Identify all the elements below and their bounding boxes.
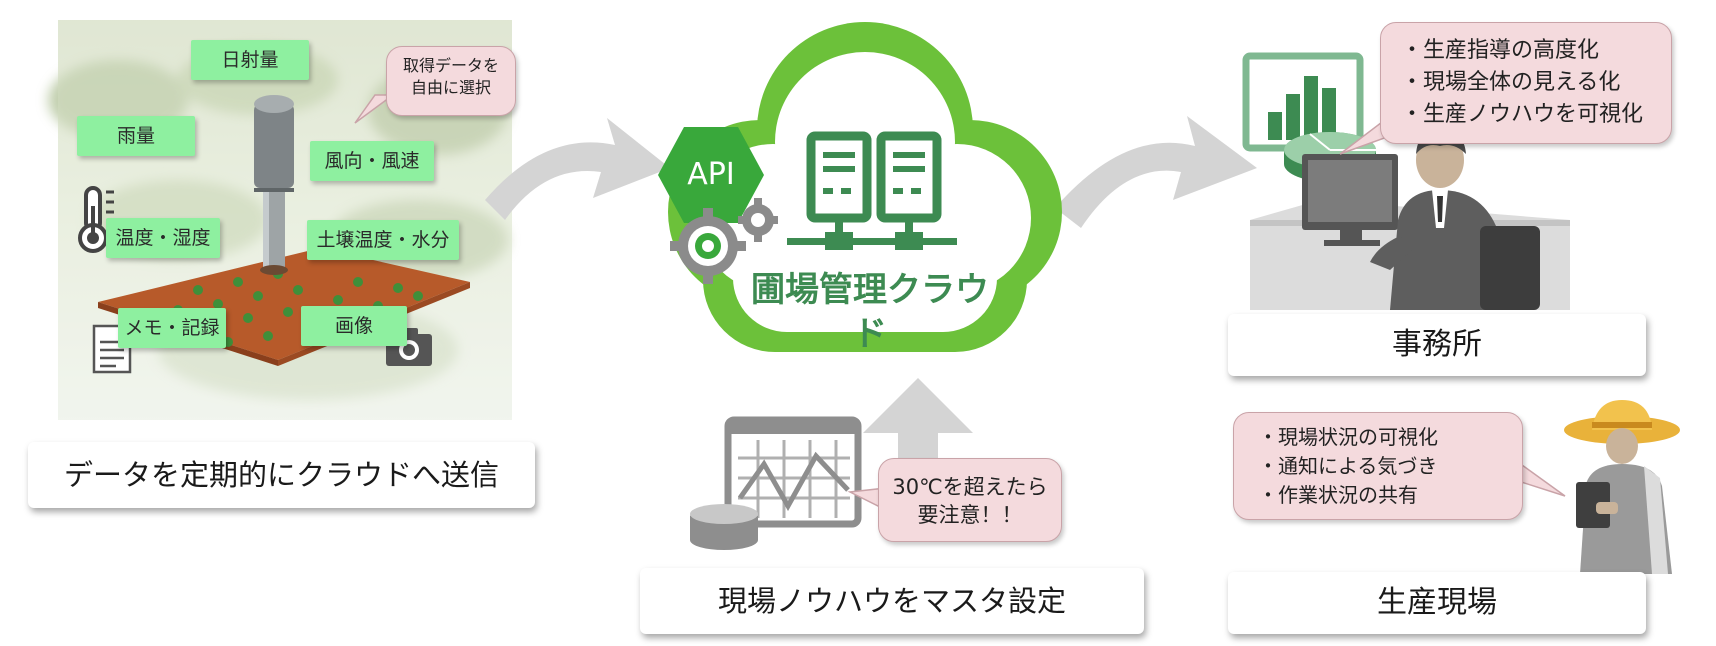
bubble-field-site-benefits: ・現場状況の可視化 ・通知による気づき ・作業状況の共有 [1233,412,1523,520]
label-wind: 風向・風速 [310,141,434,181]
bubble-data-select-line-2: 自由に選択 [410,78,491,97]
label-memo-record: メモ・記録 [118,308,226,348]
bubble-field-site-line-2: ・通知による気づき [1258,454,1438,478]
label-temperature-humidity: 温度・湿度 [106,218,220,258]
label-rainfall: 雨量 [77,116,195,156]
caption-knowhow-master: 現場ノウハウをマスタ設定 [640,568,1144,634]
bubble-data-select-line-1: 取得データを [402,56,499,75]
bubble-knowhow-line-1: 30℃を超えたら [892,475,1048,499]
bubble-office-line-1: ・生産指導の高度化 [1401,38,1600,63]
bubble-tail-data-select [354,94,396,124]
label-image: 画像 [301,306,407,346]
caption-send-data: データを定期的にクラウドへ送信 [28,442,535,508]
bubble-office-benefits: ・生産指導の高度化 ・現場全体の見える化 ・生産ノウハウを可視化 [1380,22,1672,144]
weather-sensor-pole [254,94,294,274]
server-icon [787,131,957,250]
bubble-data-select: 取得データを 自由に選択 [386,46,516,116]
gear-icon [670,198,778,284]
label-solar-radiation: 日射量 [191,40,309,80]
bubble-field-site-line-1: ・現場状況の可視化 [1258,425,1438,449]
bubble-field-site-line-3: ・作業状況の共有 [1258,483,1418,507]
bubble-knowhow-line-2: 要注意！！ [917,503,1023,527]
caption-field-site: 生産現場 [1228,572,1646,634]
bubble-office-line-2: ・現場全体の見える化 [1401,70,1621,95]
arrow-field-to-cloud [485,118,670,220]
bubble-office-line-3: ・生産ノウハウを可視化 [1401,102,1644,127]
farmer-illustration [1564,400,1680,574]
cloud-title: 圃場管理クラウド [751,270,989,354]
api-hexagon [658,127,764,223]
api-label: API [687,157,735,192]
bubble-knowhow: 30℃を超えたら 要注意！！ [878,458,1062,542]
label-soil: 土壌温度・水分 [307,220,459,260]
caption-office: 事務所 [1228,314,1646,376]
arrow-cloud-to-office [1055,116,1257,228]
arrow-knowhow-to-cloud [863,378,973,466]
chart-database-icon [690,416,862,550]
